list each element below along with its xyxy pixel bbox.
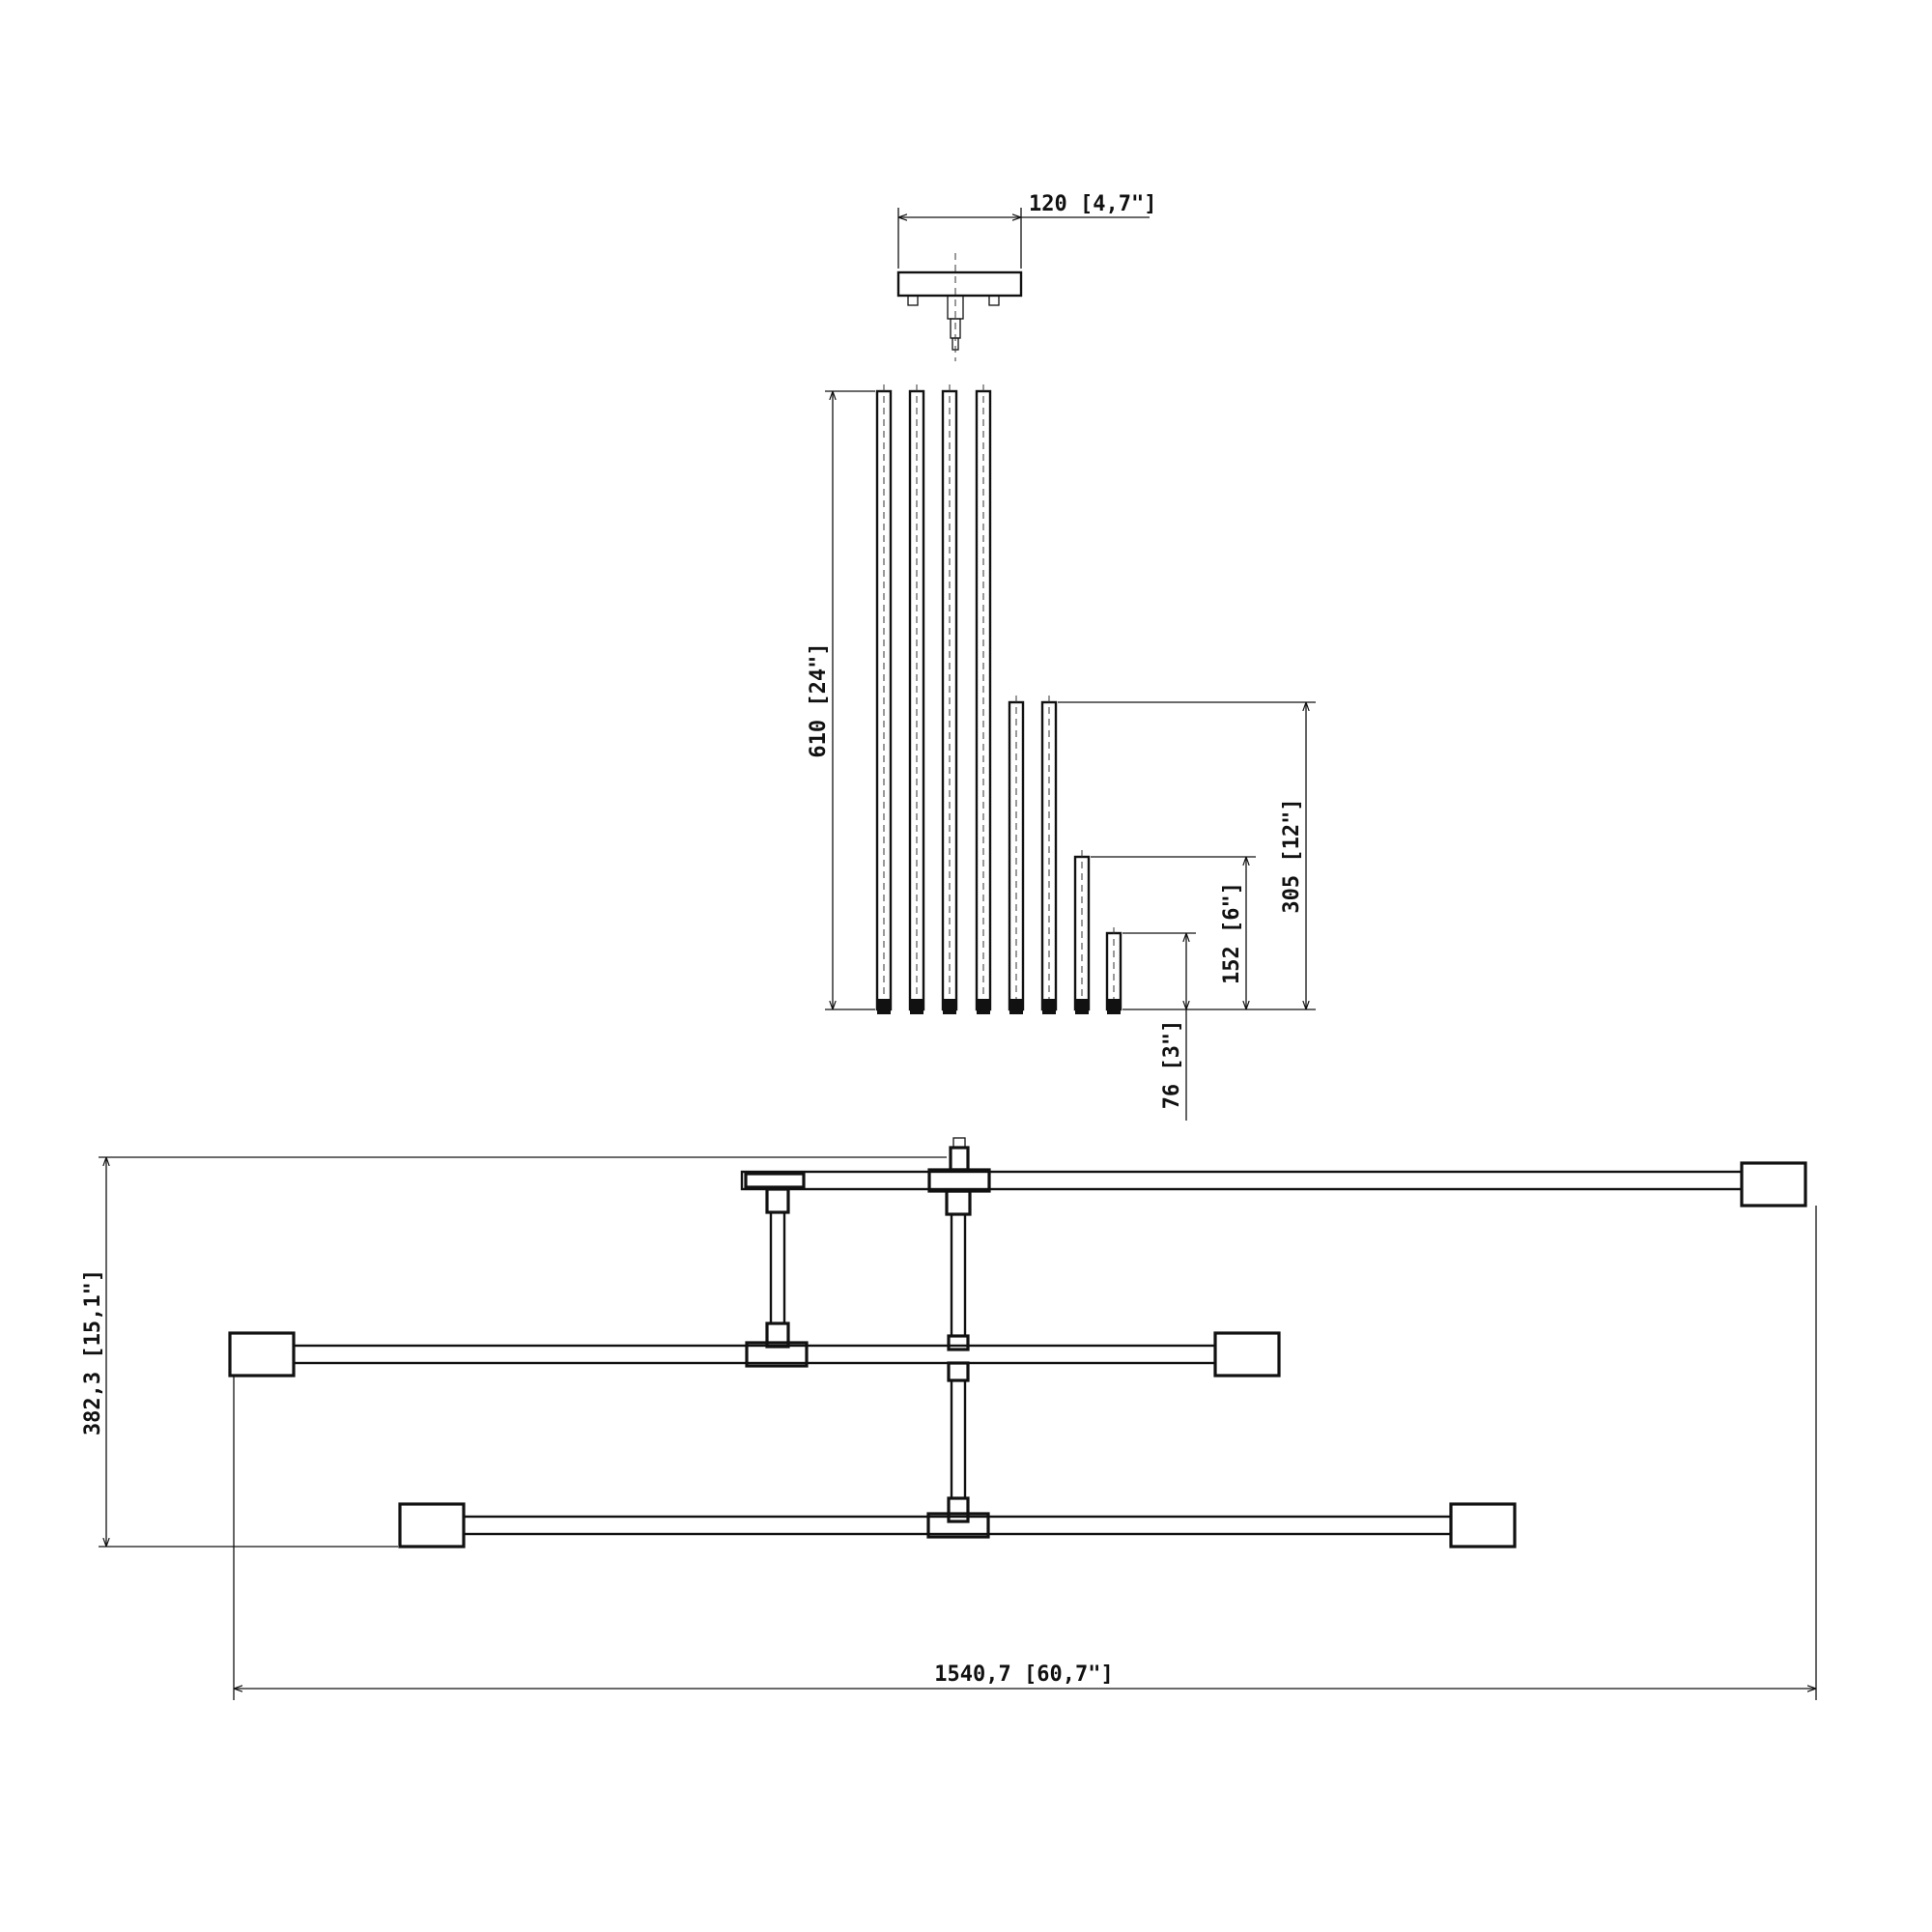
canopy-width-label: 120 [4,7"] [1029, 192, 1156, 216]
dimension-total-width: 1540,7 [60,7"] [233, 1206, 1817, 1700]
dimension-rod-152: 152 [6"] [1091, 856, 1256, 1009]
canopy [896, 253, 1023, 361]
top-arm [740, 1137, 1807, 1208]
fixture-assembly [228, 1137, 1807, 1548]
dimension-canopy-width: 120 [4,7"] [897, 192, 1156, 269]
center-connector-lower [947, 1361, 970, 1523]
left-connector [765, 1187, 790, 1349]
rod-152 [1073, 850, 1091, 1014]
dimension-rod-610: 610 [24"] [807, 390, 875, 1010]
rod-610-3 [941, 384, 958, 1014]
dimension-rod-305: 305 [12"] [1058, 701, 1316, 1010]
rod-305-label: 305 [12"] [1280, 798, 1304, 913]
bottom-arm [398, 1502, 1517, 1548]
center-connector-upper [945, 1189, 972, 1351]
rod-305-2 [1040, 696, 1058, 1014]
rod-610-label: 610 [24"] [807, 642, 831, 757]
rods [875, 384, 1122, 1014]
middle-arm [228, 1331, 1281, 1378]
total-height-label: 382,3 [15,1"] [81, 1269, 105, 1435]
rod-305-1 [1008, 696, 1025, 1014]
total-width-label: 1540,7 [60,7"] [934, 1662, 1113, 1687]
rod-610-1 [875, 384, 893, 1014]
rod-610-4 [975, 384, 992, 1014]
dimension-rod-76: 76 [3"] [1122, 932, 1196, 1121]
rod-76 [1105, 927, 1122, 1014]
rod-76-label: 76 [3"] [1160, 1020, 1184, 1110]
rod-152-label: 152 [6"] [1220, 882, 1244, 984]
rod-610-2 [908, 384, 925, 1014]
dimension-total-height: 382,3 [15,1"] [81, 1156, 947, 1548]
